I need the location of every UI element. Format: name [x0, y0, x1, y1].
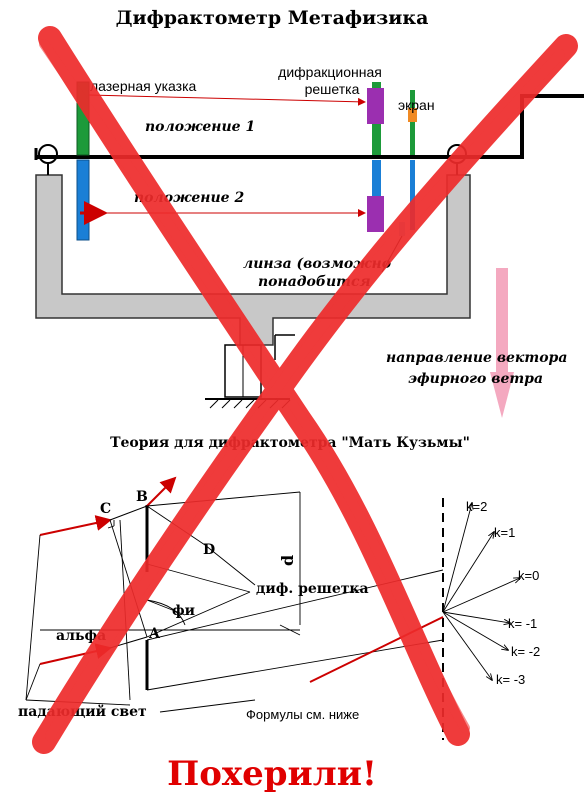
laser-pointer-blue	[76, 159, 90, 241]
order-label: k= -3	[496, 672, 525, 687]
grating-label-1: дифракционная	[278, 64, 382, 80]
screen-orange	[408, 108, 417, 122]
wind-label-2: эфирного ветра	[408, 371, 543, 387]
phi-arc	[146, 599, 186, 626]
point-c-label: C	[100, 501, 111, 517]
red-cross-overlay	[32, 26, 578, 754]
rail	[36, 94, 584, 159]
screen-label: экран	[398, 97, 435, 113]
lens-label-1: линза (возможно	[243, 256, 391, 272]
grating-pos1	[367, 88, 384, 124]
incident-light-label: падающий свет	[18, 703, 147, 720]
phi-label: фи	[172, 603, 195, 619]
point-a-label: A	[148, 626, 161, 642]
d-label: d	[278, 555, 297, 566]
verdict-text: Похерили!	[167, 754, 377, 794]
grating-label: диф. решетка	[256, 581, 369, 597]
laser-beam-pos1	[88, 94, 366, 106]
screen-stand-blue	[410, 160, 415, 230]
ether-wind-arrow	[490, 268, 514, 418]
order-label: k=0	[518, 568, 539, 583]
diffracted-ray-up	[146, 476, 177, 507]
point-b-label: B	[136, 489, 148, 505]
screen-stand-green	[410, 90, 415, 155]
order-label: k=2	[466, 499, 487, 514]
position-1-label: положение 1	[145, 119, 255, 135]
point-d-label: D	[203, 542, 215, 558]
order-label: k=1	[494, 525, 515, 540]
theory-title: Теория для дифрактометра "Мать Кузьмы"	[110, 435, 470, 451]
wind-label-1: направление вектора	[386, 350, 567, 366]
page-title: Дифрактометр Метафизика	[116, 7, 429, 29]
formulas-label: Формулы см. ниже	[246, 707, 359, 722]
grating-label-2: решетка	[305, 81, 360, 97]
laser-pointer-label: лазерная указка	[90, 78, 197, 94]
order-label: k= -2	[511, 644, 540, 659]
diffraction-fan	[442, 503, 520, 680]
left-roller	[38, 144, 58, 164]
incident-ray-1	[39, 515, 112, 536]
order-label: k= -1	[508, 616, 537, 631]
grating-pos2	[367, 196, 384, 232]
theory-diagram: Теория для дифрактометра "Мать Кузьмы"	[18, 435, 540, 740]
